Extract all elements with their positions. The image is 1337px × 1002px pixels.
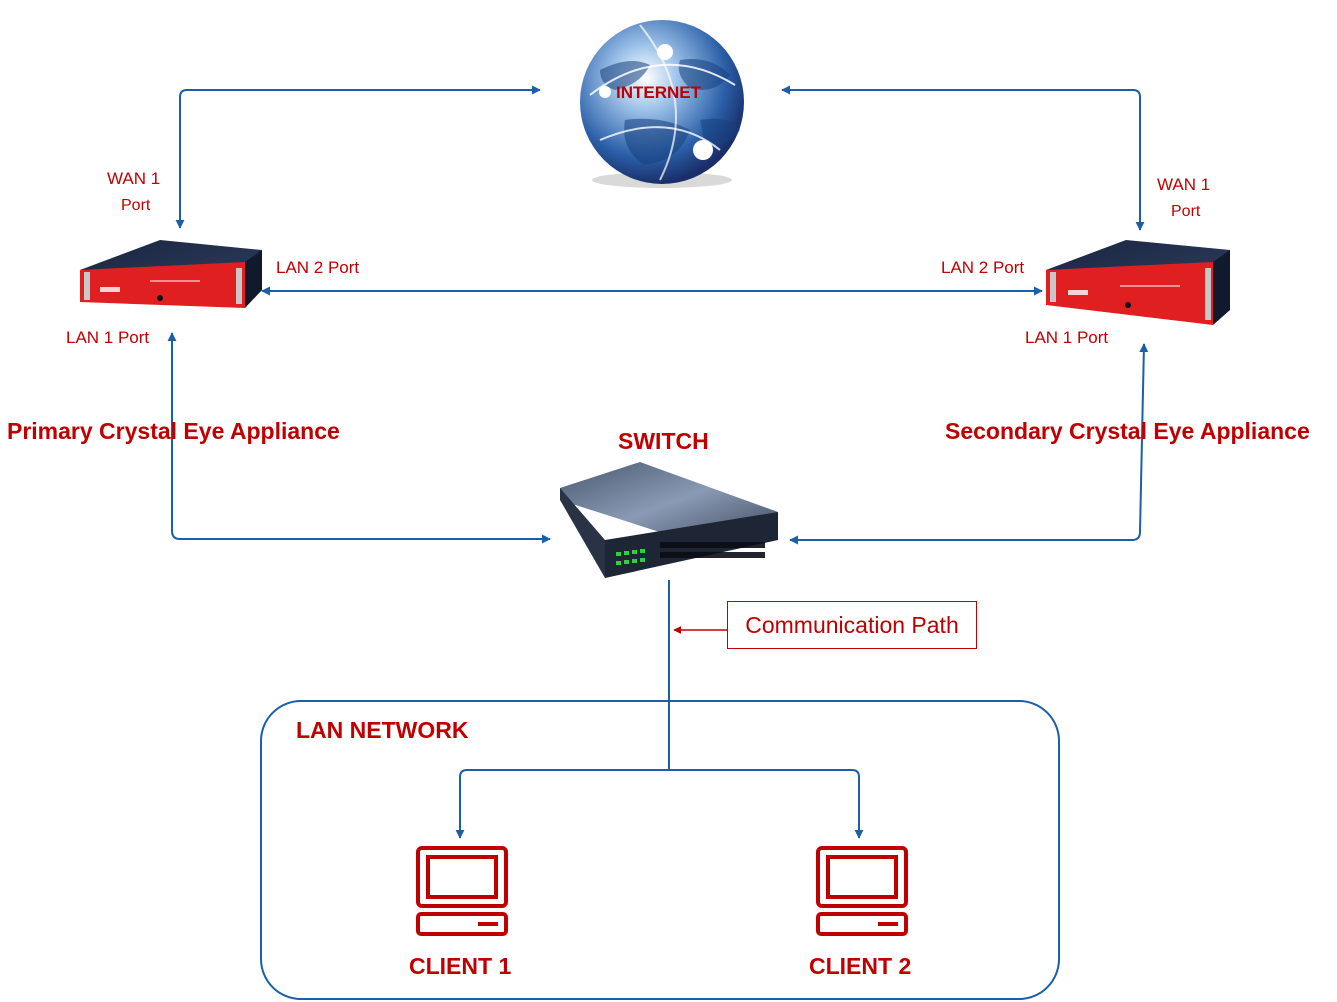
primary-appliance-icon <box>80 240 262 308</box>
link-primary-lan1-switch <box>167 332 551 544</box>
link-primary-wan-internet <box>175 85 541 229</box>
communication-path-label: Communication Path <box>745 611 959 638</box>
client1-label: CLIENT 1 <box>409 953 512 979</box>
client1-computer-icon <box>416 846 508 936</box>
secondary-appliance-title: Secondary Crystal Eye Appliance <box>945 418 1310 444</box>
switch-icon <box>560 462 778 578</box>
lan-network-box <box>260 700 1060 1000</box>
secondary-appliance-icon <box>1046 240 1230 325</box>
link-client1 <box>455 769 669 839</box>
communication-path-legend: Communication Path <box>727 601 977 649</box>
secondary-wan-label: WAN 1 <box>1157 175 1211 194</box>
primary-lan1-label: LAN 1 Port <box>66 328 150 347</box>
primary-wan-label: WAN 1 <box>107 169 161 188</box>
secondary-wan-port-label: Port <box>1171 203 1201 220</box>
client2-label: CLIENT 2 <box>809 953 912 979</box>
secondary-lan1-label: LAN 1 Port <box>1025 328 1109 347</box>
internet-label: INTERNET <box>616 83 701 102</box>
link-secondary-lan1-switch <box>789 343 1149 545</box>
primary-appliance-title: Primary Crystal Eye Appliance <box>7 418 340 444</box>
secondary-lan2-label: LAN 2 Port <box>941 258 1025 277</box>
link-secondary-wan-internet <box>781 85 1145 231</box>
primary-wan-port-label: Port <box>121 197 151 214</box>
switch-label: SWITCH <box>618 428 709 454</box>
primary-lan2-label: LAN 2 Port <box>276 258 360 277</box>
client2-computer-icon <box>816 846 908 936</box>
globe-icon <box>580 20 744 188</box>
link-client2 <box>669 769 864 839</box>
lan-network-title: LAN NETWORK <box>296 717 469 743</box>
